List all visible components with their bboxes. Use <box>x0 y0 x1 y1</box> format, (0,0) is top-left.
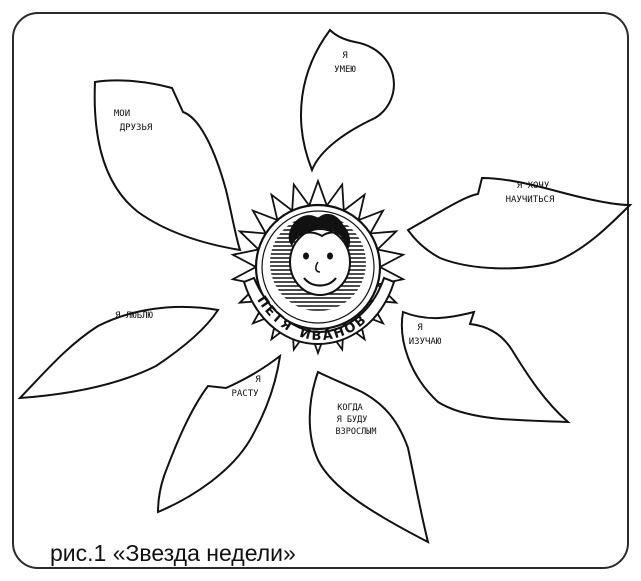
right-eye <box>327 253 333 260</box>
petal-label-line: НАУЧИТЬСЯ <box>506 195 555 205</box>
left-eye <box>303 253 309 260</box>
petal-label-line: Я <box>417 323 422 333</box>
boy-face <box>289 214 350 295</box>
petal-ya-lyublyu: Я ЛЮБЛЮ <box>20 307 218 398</box>
petal-moi-druzya: МОИ ДРУЗЬЯ <box>95 80 240 250</box>
petal-label-line: РАСТУ <box>231 389 259 399</box>
petal-label-line: ИЗУЧАЮ <box>409 337 442 347</box>
petal-label-line: Я <box>255 375 260 385</box>
figure-caption: рис.1 «Звезда недели» <box>50 540 296 567</box>
petal-label-line: ВЗРОСЛЫМ <box>336 427 377 437</box>
petal-label-line: ДРУЗЬЯ <box>120 123 153 133</box>
petal-ya-izuchayu: Я ИЗУЧАЮ <box>402 312 568 422</box>
petal-ya-hochu-nauchitsya: Я ХОЧУ НАУЧИТЬСЯ <box>408 178 630 268</box>
petal-label-line: МОИ <box>114 109 130 119</box>
petal-ya-umeyu: Я УМЕЮ <box>301 30 394 170</box>
petal-label-line: УМЕЮ <box>334 65 356 75</box>
petal-label-line: Я <box>342 51 347 61</box>
petal-ya-rastu: Я РАСТУ <box>158 356 280 512</box>
petal-label-line: КОГДА <box>337 403 363 413</box>
petal-kogda-ya-budu-vzroslym: КОГДА Я БУДУ ВЗРОСЛЫМ <box>310 372 428 542</box>
petal-label-line: Я БУДУ <box>337 415 368 425</box>
petal-label-line: Я ЛЮБЛЮ <box>115 311 154 321</box>
petal-label-line: Я ХОЧУ <box>517 181 550 191</box>
